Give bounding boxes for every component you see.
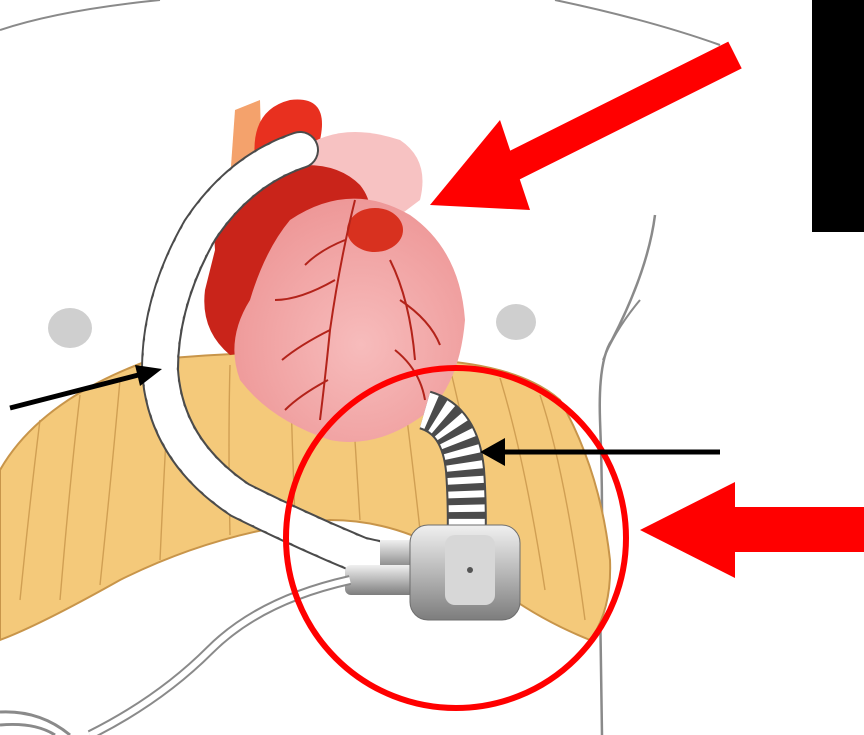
right-nipple <box>496 304 536 340</box>
red-arrow-top <box>430 55 735 210</box>
label-box <box>812 0 864 232</box>
red-arrow-bottom <box>640 482 864 578</box>
tube-fragment <box>0 712 70 735</box>
left-nipple <box>48 308 92 348</box>
